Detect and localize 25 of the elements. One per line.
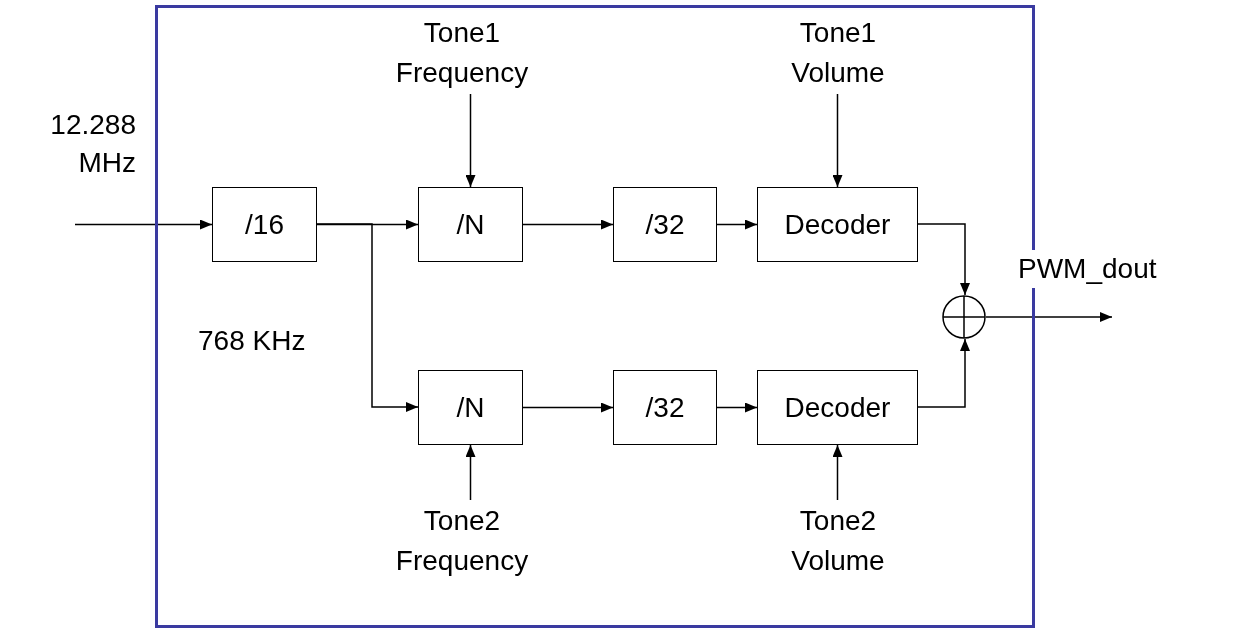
arrow bbox=[465, 444, 476, 501]
block: /N bbox=[418, 370, 523, 445]
block: /16 bbox=[212, 187, 317, 262]
input-label: Tone2 Frequency bbox=[367, 500, 557, 582]
arrow bbox=[716, 219, 758, 230]
input-label: Tone1 Volume bbox=[763, 12, 913, 94]
block: /32 bbox=[613, 187, 717, 262]
block: /N bbox=[418, 187, 523, 262]
arrow bbox=[832, 93, 843, 188]
arrow bbox=[716, 402, 758, 413]
summing-junction bbox=[942, 295, 986, 339]
block: /32 bbox=[613, 370, 717, 445]
arrow bbox=[316, 223, 419, 412]
arrow bbox=[985, 312, 1113, 322]
block: Decoder bbox=[757, 370, 918, 445]
arrow bbox=[832, 444, 843, 501]
arrow bbox=[917, 338, 970, 408]
input-label: Tone2 Volume bbox=[763, 500, 913, 582]
arrow bbox=[74, 219, 213, 230]
arrow bbox=[522, 219, 614, 230]
arrow bbox=[522, 402, 614, 413]
arrow bbox=[465, 93, 476, 188]
input-label: Tone1 Frequency bbox=[367, 12, 557, 94]
arrow bbox=[917, 223, 970, 296]
block: Decoder bbox=[757, 187, 918, 262]
